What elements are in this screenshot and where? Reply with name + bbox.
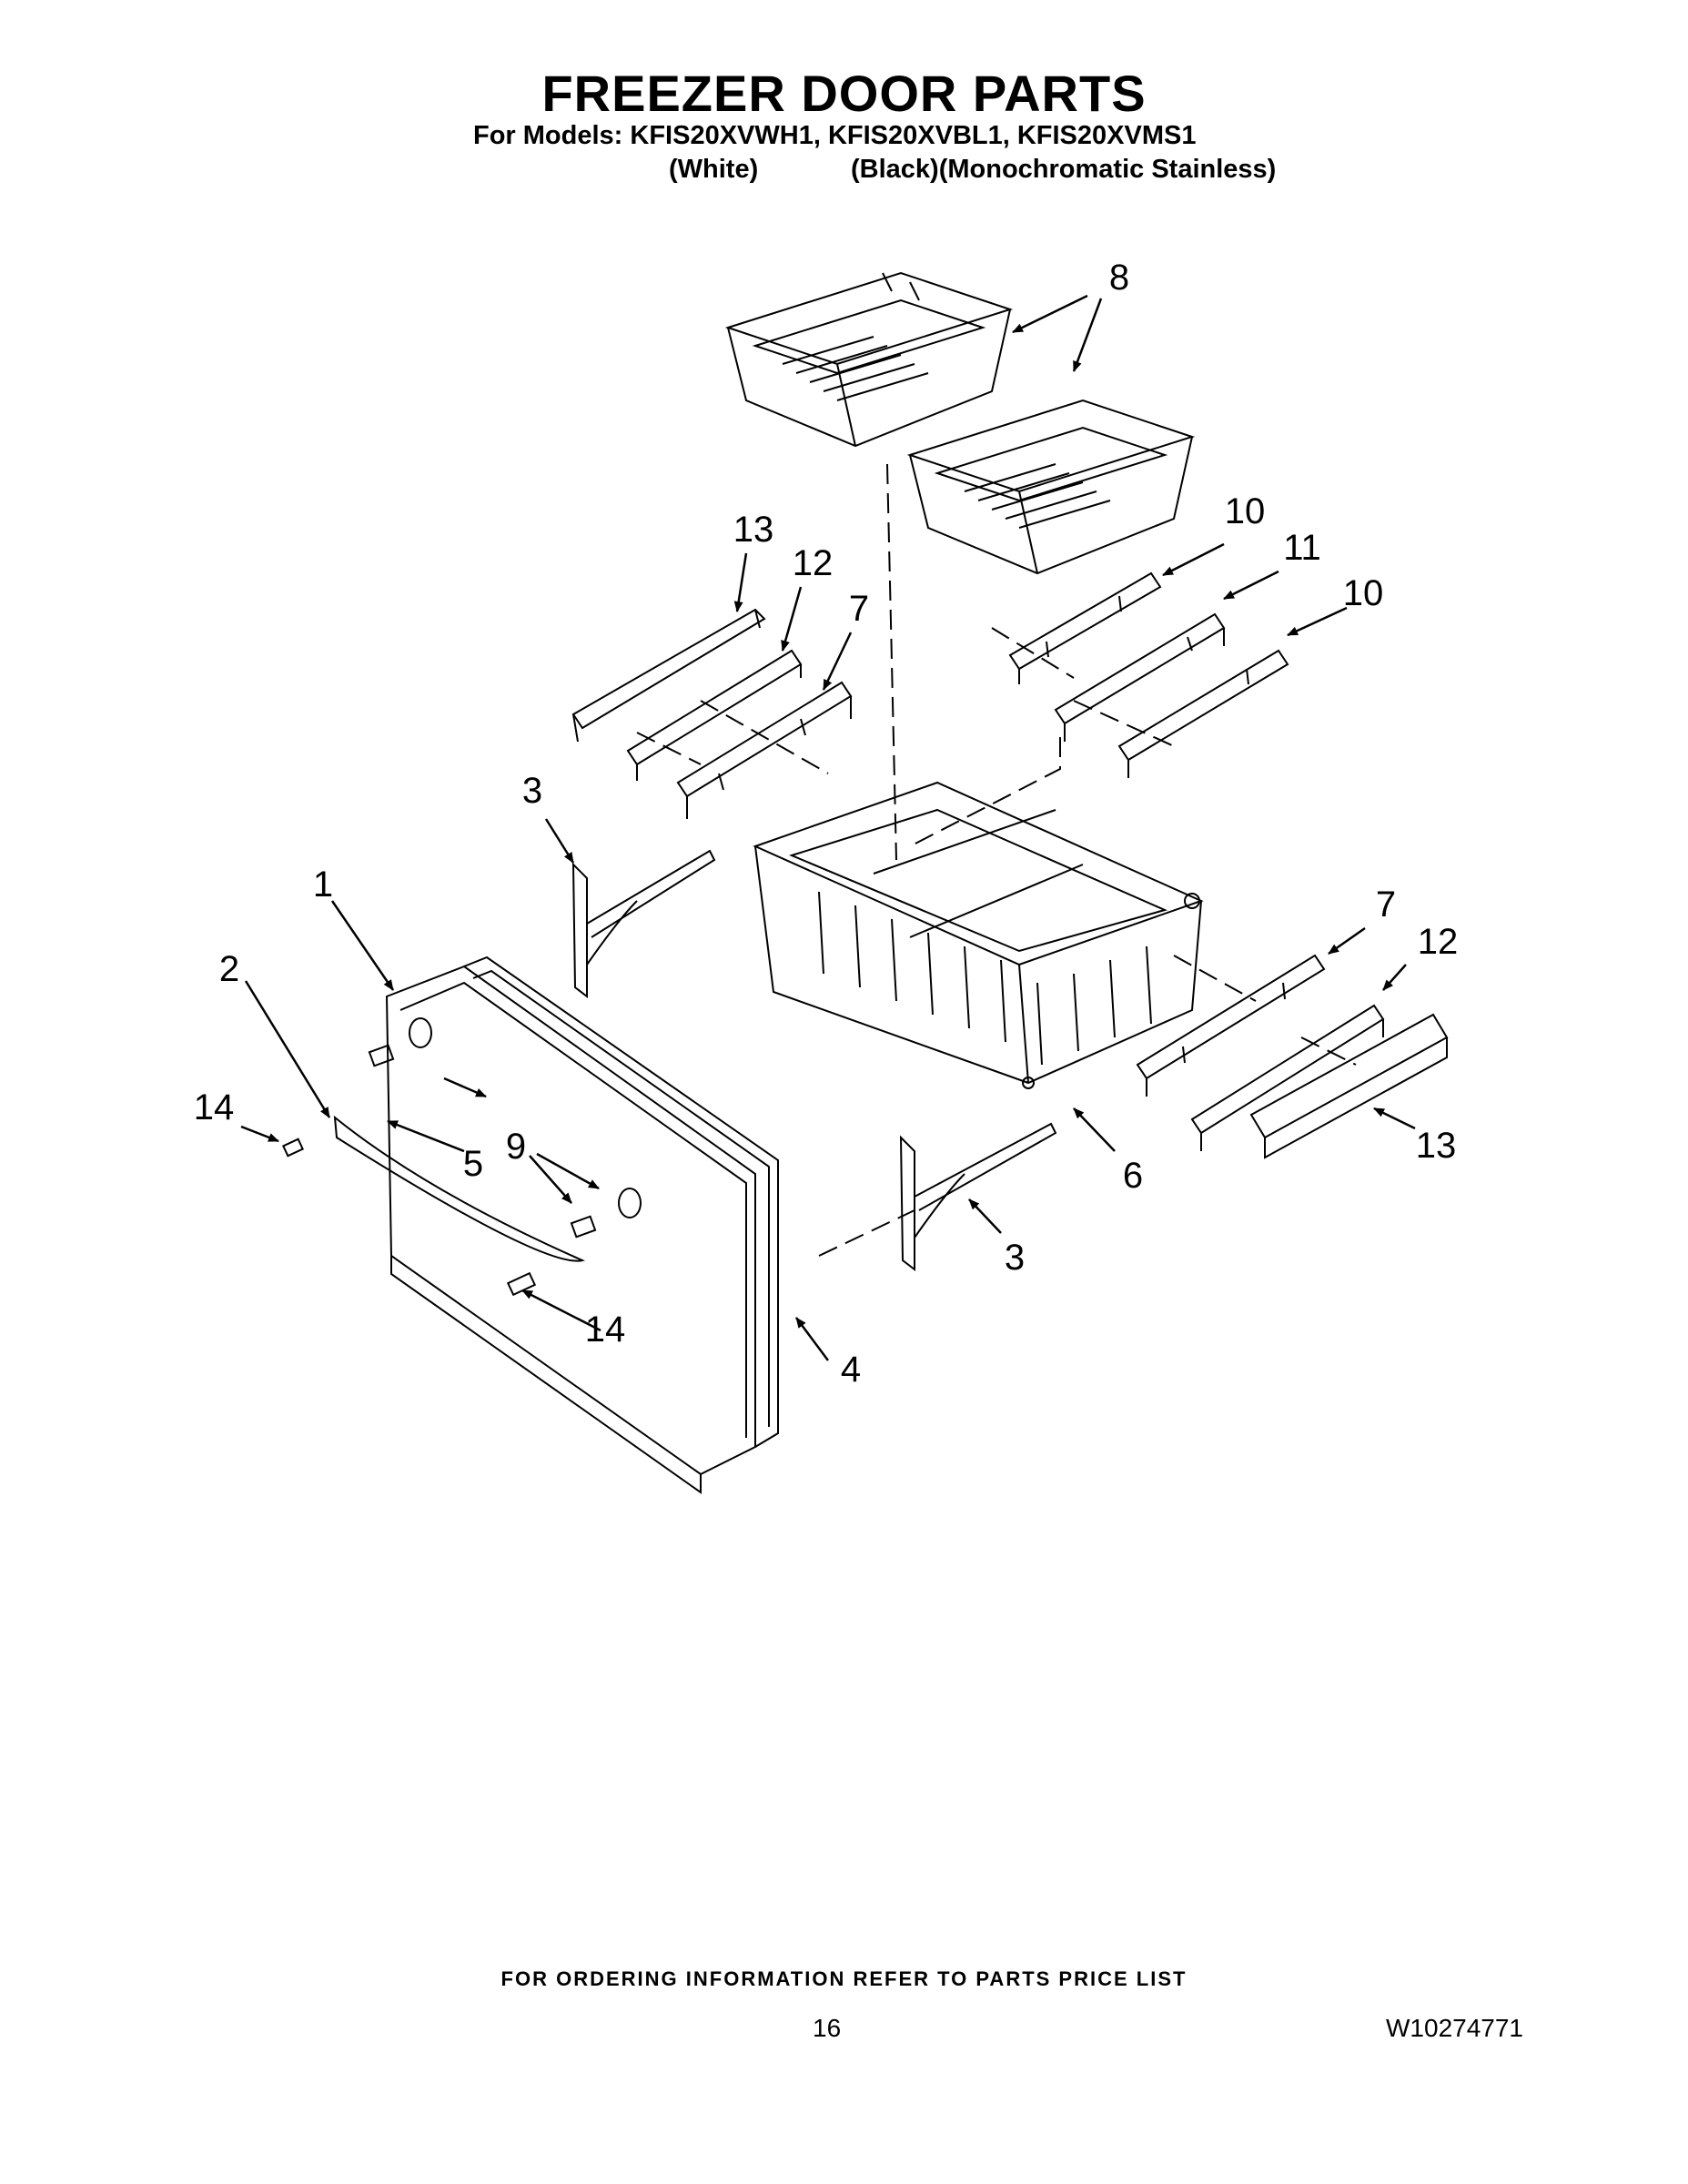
- page-number: 16: [813, 2014, 842, 2042]
- slide-10-upper-a: [1008, 571, 1162, 684]
- side-bracket-3-lower: [899, 1122, 1057, 1272]
- handle-screw-5-upper: [368, 1044, 395, 1067]
- rail-cover-13-lower: [1249, 1013, 1449, 1159]
- callout-14-lower: 14: [585, 1309, 626, 1350]
- callout-7-lower: 7: [1376, 885, 1396, 925]
- slide-7-lower: [1136, 954, 1326, 1097]
- callout-6: 6: [1123, 1156, 1143, 1196]
- lower-freezer-basket: [753, 781, 1204, 1089]
- callout-labels: 8 13 12 7 10 11 10 3 1 2 14 9 5 7 12 13 …: [194, 258, 1459, 1390]
- handle-screw-5-lower: [570, 1215, 597, 1239]
- assembly-lines: [636, 463, 1357, 1257]
- handle-spacer-9-lower: [618, 1188, 642, 1218]
- freezer-door-panel-1: [385, 965, 756, 1494]
- ordering-note: FOR ORDERING INFORMATION REFER TO PARTS …: [500, 1967, 1188, 1990]
- rail-12-lower: [1190, 1004, 1385, 1151]
- models-line: For Models: KFIS20XVWH1, KFIS20XVBL1, KF…: [473, 121, 1197, 150]
- page-title: FREEZER DOOR PARTS: [541, 65, 1147, 122]
- document-number: W10274771: [1386, 2014, 1524, 2042]
- callout-3-upper: 3: [522, 771, 542, 811]
- callout-10-upper-b: 10: [1343, 573, 1384, 613]
- setscrew-14-left: [281, 1138, 305, 1158]
- callout-1: 1: [313, 864, 333, 905]
- callout-3-lower: 3: [1005, 1238, 1025, 1278]
- callout-12-lower: 12: [1418, 922, 1459, 962]
- callout-8: 8: [1109, 258, 1129, 298]
- door-handle-2: [333, 1115, 586, 1262]
- upper-basket-left: [724, 271, 1014, 448]
- rail-12-upper: [626, 649, 803, 781]
- callout-2: 2: [219, 949, 239, 989]
- slide-10-upper-b: [1117, 649, 1289, 778]
- upper-basket-right: [906, 399, 1196, 575]
- callout-4: 4: [841, 1350, 861, 1390]
- callout-12-upper: 12: [793, 543, 834, 583]
- rail-cover-13-upper: [571, 608, 766, 743]
- side-bracket-3-upper: [571, 849, 716, 999]
- callout-arrows: [240, 294, 1416, 1361]
- callout-13-upper: 13: [733, 510, 774, 550]
- callout-13-lower: 13: [1416, 1126, 1457, 1166]
- rail-11-upper: [1054, 612, 1226, 742]
- slide-7-upper: [676, 681, 853, 819]
- variant-black-stainless: (Black)(Monochromatic Stainless): [851, 155, 1277, 184]
- callout-11: 11: [1283, 528, 1321, 568]
- door-gasket-4: [463, 956, 779, 1448]
- setscrew-14-lower: [506, 1271, 537, 1297]
- callout-5: 5: [463, 1144, 483, 1184]
- callout-9: 9: [506, 1127, 526, 1167]
- variant-white: (White): [669, 155, 759, 184]
- callout-10-upper-a: 10: [1225, 491, 1266, 531]
- callout-7-upper: 7: [849, 589, 869, 629]
- handle-spacer-9-upper: [409, 1017, 432, 1048]
- callout-14-left: 14: [194, 1087, 235, 1127]
